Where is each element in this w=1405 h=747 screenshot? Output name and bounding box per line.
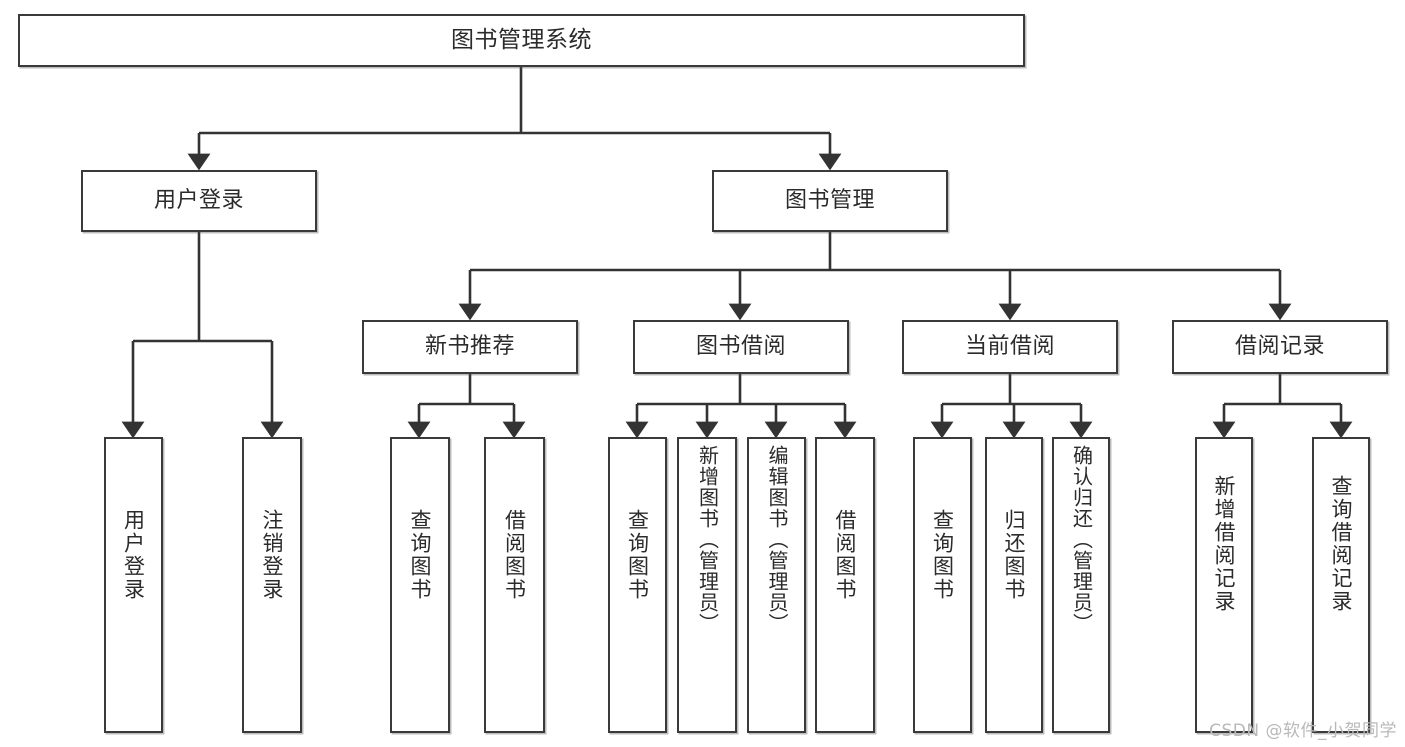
node-label: 新书推荐 xyxy=(424,334,515,360)
leaf-query-book-1[interactable]: 查询图书 xyxy=(390,437,450,733)
leaf-query-book-2[interactable]: 查询图书 xyxy=(608,437,667,733)
node-label: 借阅图书 xyxy=(502,509,527,601)
leaf-confirm-return-admin[interactable]: 确认归还（管理员） xyxy=(1052,437,1110,733)
leaf-edit-book-admin[interactable]: 编辑图书（管理员） xyxy=(747,437,806,733)
node-label: 借阅记录 xyxy=(1234,334,1325,360)
csdn-watermark: CSDN @软件_小贺同学 xyxy=(1209,721,1397,741)
node-label: 归还图书 xyxy=(1002,509,1027,601)
node-borrowing-record[interactable]: 借阅记录 xyxy=(1172,320,1388,374)
node-new-book-recommendation[interactable]: 新书推荐 xyxy=(362,320,578,374)
leaf-query-book-3[interactable]: 查询图书 xyxy=(913,437,972,733)
node-label: 查询图书 xyxy=(408,509,433,601)
node-label: 查询图书 xyxy=(930,509,955,601)
node-current-borrowing[interactable]: 当前借阅 xyxy=(902,320,1118,374)
node-label: 查询图书 xyxy=(625,509,650,601)
leaf-query-borrow-record[interactable]: 查询借阅记录 xyxy=(1312,437,1370,733)
node-label: 图书管理 xyxy=(784,188,875,214)
leaf-logout[interactable]: 注销登录 xyxy=(242,437,302,733)
leaf-return-book[interactable]: 归还图书 xyxy=(985,437,1043,733)
node-book-management[interactable]: 图书管理 xyxy=(712,170,948,232)
leaf-borrow-book-1[interactable]: 借阅图书 xyxy=(484,437,545,733)
node-user-login[interactable]: 用户登录 xyxy=(81,170,317,232)
leaf-add-borrow-record[interactable]: 新增借阅记录 xyxy=(1195,437,1253,733)
node-label: 新增借阅记录 xyxy=(1212,475,1237,613)
node-label: 确认归还（管理员） xyxy=(1069,445,1094,634)
leaf-add-book-admin[interactable]: 新增图书（管理员） xyxy=(677,437,737,733)
leaf-user-login[interactable]: 用户登录 xyxy=(104,437,163,733)
node-book-borrowing[interactable]: 图书借阅 xyxy=(633,320,849,374)
leaf-borrow-book-2[interactable]: 借阅图书 xyxy=(815,437,875,733)
node-label: 新增图书（管理员） xyxy=(695,445,720,634)
node-label: 图书借阅 xyxy=(695,334,786,360)
node-label: 图书管理系统 xyxy=(451,26,592,53)
node-label: 用户登录 xyxy=(121,509,146,601)
node-label: 注销登录 xyxy=(260,509,285,601)
node-label: 编辑图书（管理员） xyxy=(765,445,789,634)
node-label: 借阅图书 xyxy=(833,509,858,601)
node-label: 当前借阅 xyxy=(964,334,1055,360)
node-label: 用户登录 xyxy=(153,188,244,214)
node-root-book-management-system[interactable]: 图书管理系统 xyxy=(18,14,1025,67)
node-label: 查询借阅记录 xyxy=(1329,475,1354,613)
